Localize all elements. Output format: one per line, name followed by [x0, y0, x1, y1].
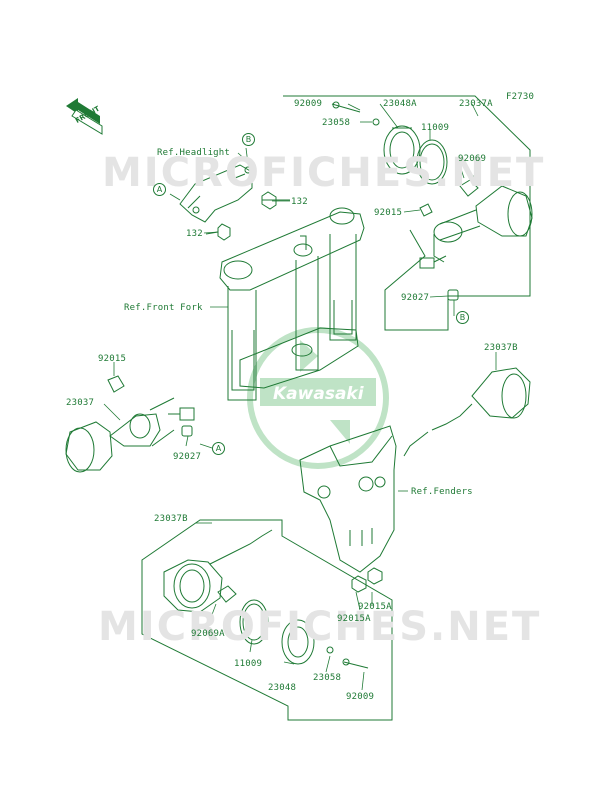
label-23048: 23048 — [268, 683, 297, 693]
watermark-text-bottom: MICROFICHES.NET — [98, 604, 542, 650]
callout-b-top: B — [242, 133, 255, 146]
label-23048A: 23048A — [383, 99, 417, 109]
screw-92009-top — [331, 101, 361, 113]
headlight-bracket — [179, 164, 253, 223]
grommet-92015-top — [419, 203, 433, 217]
label-92015-top: 92015 — [374, 208, 403, 218]
collar-92027-left — [181, 425, 193, 437]
turn-signal-23037A — [433, 185, 533, 263]
label-23037: 23037 — [66, 398, 95, 408]
screw-92009-bottom — [342, 658, 369, 669]
label-92027-top: 92027 — [401, 293, 430, 303]
grommet-92015-left — [107, 375, 125, 393]
callout-a-top: A — [153, 183, 166, 196]
turn-signal-23037 — [65, 397, 175, 473]
label-92015-left: 92015 — [98, 354, 127, 364]
label-11009-bottom: 11009 — [234, 659, 263, 669]
watermark-logo-text: Kawasaki — [273, 384, 364, 404]
label-ref-headlight: Ref.Headlight — [157, 148, 231, 158]
label-ref-fenders: Ref.Fenders — [411, 487, 473, 497]
connector-left — [168, 407, 195, 421]
collar-92027-top — [447, 289, 459, 301]
bolt-132-right — [261, 191, 290, 210]
fork-top-clamp — [219, 207, 365, 291]
turn-signal-23037B-bottom — [163, 529, 273, 613]
turn-signal-23037B-right — [403, 367, 531, 457]
label-92069: 92069 — [458, 154, 487, 164]
label-23058-bottom: 23058 — [313, 673, 342, 683]
label-23037B-bottom: 23037B — [154, 514, 188, 524]
fender-plate — [299, 425, 397, 573]
bulb-92069A — [217, 585, 237, 603]
bulb-92069 — [459, 173, 479, 197]
label-23037A: 23037A — [459, 99, 493, 109]
gasket-11009-bottom — [239, 599, 269, 645]
callout-b-right: B — [456, 311, 469, 324]
connector-top — [419, 255, 447, 269]
callout-a-left: A — [212, 442, 225, 455]
label-92015A-right: 92015A — [358, 602, 392, 612]
washer-23058-bottom — [326, 646, 334, 654]
figure-code: F2730 — [506, 92, 535, 102]
gasket-11009-top — [416, 139, 448, 185]
label-92027-left: 92027 — [173, 452, 202, 462]
label-132-left: 132 — [186, 229, 203, 239]
label-23058-top: 23058 — [322, 118, 351, 128]
nut-92015A — [351, 567, 383, 593]
label-92069A: 92069A — [191, 629, 225, 639]
washer-23058-top — [372, 118, 380, 126]
label-92009-bottom: 92009 — [346, 692, 375, 702]
top-assembly-frame — [283, 95, 531, 331]
fork-tubes — [227, 234, 359, 401]
watermark-text-top: MICROFICHES.NET — [102, 150, 546, 196]
label-ref-front-fork: Ref.Front Fork — [124, 303, 203, 313]
front-arrow-icon — [66, 98, 103, 135]
label-132-right: 132 — [291, 197, 308, 207]
label-92015A-left: 92015A — [337, 614, 371, 624]
label-11009-top: 11009 — [421, 123, 450, 133]
label-23037B-right: 23037B — [484, 343, 518, 353]
leader-lines — [103, 103, 497, 691]
label-92009-top: 92009 — [294, 99, 323, 109]
bottom-assembly-frame — [141, 519, 393, 721]
lens-23048A — [383, 125, 421, 175]
lens-23048 — [281, 619, 315, 665]
